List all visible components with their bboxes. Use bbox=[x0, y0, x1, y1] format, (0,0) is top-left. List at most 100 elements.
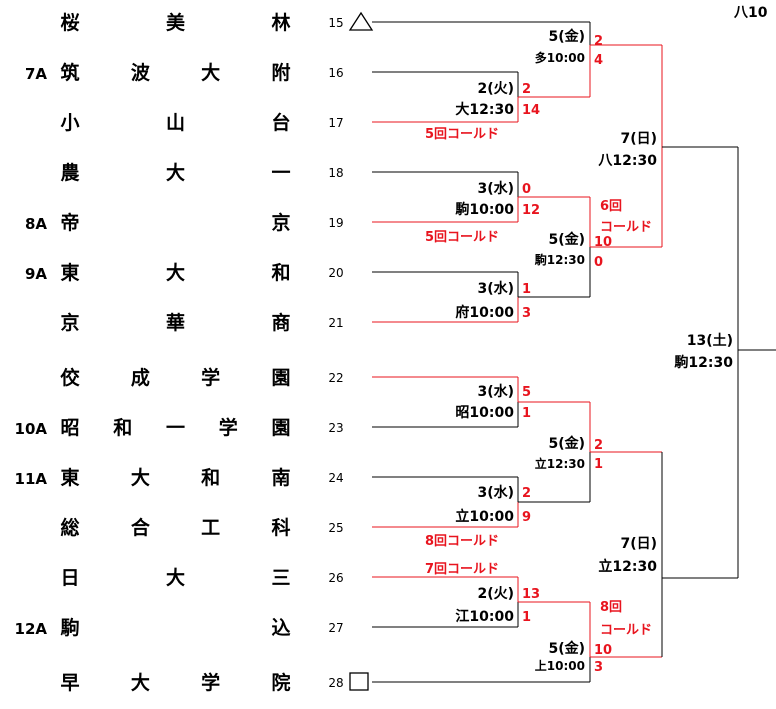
score: 1 bbox=[522, 282, 531, 297]
team-name-char: 和 bbox=[201, 466, 220, 489]
team-name-char: 農 bbox=[60, 162, 79, 184]
team-number: 16 bbox=[328, 66, 343, 80]
team-number: 28 bbox=[328, 676, 343, 690]
team-name-char: 波 bbox=[131, 61, 151, 84]
score: 2 bbox=[594, 438, 603, 453]
score: 1 bbox=[594, 457, 603, 472]
svg-text:コールド: コールド bbox=[600, 623, 652, 638]
team-name-char: 小 bbox=[60, 112, 79, 134]
team-number: 24 bbox=[328, 471, 343, 485]
match-venue: 駒12:30 bbox=[535, 252, 585, 267]
team-name-char: 筑 bbox=[60, 61, 79, 84]
team-number: 27 bbox=[328, 621, 343, 635]
team-number: 15 bbox=[328, 16, 343, 30]
match-labels: 2(火) 大12:30 2 14 5回コールド 3(水) 駒10:00 0 12… bbox=[425, 28, 733, 675]
score: 13 bbox=[522, 587, 540, 602]
team-row: 7A 筑 波 大 附 16 bbox=[25, 61, 344, 84]
score: 1 bbox=[522, 406, 531, 421]
match-date: 3(水) bbox=[477, 180, 514, 197]
score: 3 bbox=[594, 660, 603, 675]
square-marker-icon bbox=[349, 672, 369, 691]
team-name-char: 帝 bbox=[60, 211, 79, 234]
match-date: 7(日) bbox=[620, 536, 657, 552]
team-name-char: 一 bbox=[166, 417, 185, 439]
score: 10 bbox=[594, 643, 612, 658]
team-number: 17 bbox=[328, 116, 343, 130]
match-date: 5(金) bbox=[548, 640, 585, 657]
team-name-char: 東 bbox=[60, 466, 79, 489]
team-name-char: 桜 bbox=[60, 11, 79, 34]
team-name-char: 京 bbox=[271, 211, 290, 234]
team-name-char: 総 bbox=[60, 516, 79, 539]
team-row: 京 華 商 21 bbox=[60, 311, 343, 334]
score: 0 bbox=[522, 182, 531, 197]
score: 1 bbox=[522, 610, 531, 625]
svg-text:8回: 8回 bbox=[600, 600, 622, 615]
team-name-char: 学 bbox=[219, 416, 238, 439]
team-name-char: 和 bbox=[271, 261, 290, 284]
team-name-char: 日 bbox=[60, 567, 79, 589]
match-date: 7(日) bbox=[620, 131, 657, 147]
team-name-char: 科 bbox=[271, 516, 290, 539]
score: 2 bbox=[594, 34, 603, 49]
team-name-char: 台 bbox=[271, 111, 290, 134]
match-date: 3(水) bbox=[477, 280, 514, 297]
match-venue: 立12:30 bbox=[535, 456, 585, 471]
match-date: 2(火) bbox=[477, 586, 514, 602]
team-name-char: 三 bbox=[271, 567, 290, 589]
team-name-char: 学 bbox=[201, 671, 220, 694]
match-venue: 八12:30 bbox=[597, 153, 657, 169]
team-number: 18 bbox=[328, 166, 343, 180]
match-venue: 駒12:30 bbox=[674, 354, 733, 371]
team-name-char: 成 bbox=[131, 366, 150, 389]
match-venue: 多10:00 bbox=[535, 50, 585, 65]
svg-text:6回: 6回 bbox=[600, 199, 622, 214]
match-date: 13(土) bbox=[687, 332, 733, 349]
team-name-char: 附 bbox=[271, 61, 290, 84]
score: 9 bbox=[522, 510, 531, 525]
team-name-char: 昭 bbox=[60, 417, 79, 439]
seed-label: 8A bbox=[25, 215, 47, 233]
score: 14 bbox=[522, 103, 540, 118]
team-name-char: 大 bbox=[201, 61, 220, 84]
team-name-char: 美 bbox=[166, 11, 186, 34]
match-date: 2(火) bbox=[477, 81, 514, 97]
score: 4 bbox=[594, 53, 603, 68]
team-name-char: 南 bbox=[271, 467, 290, 489]
team-name-char: 佼 bbox=[59, 366, 80, 389]
seed-label: 10A bbox=[15, 420, 48, 438]
match-venue: 駒10:00 bbox=[455, 201, 514, 218]
triangle-marker-icon bbox=[348, 11, 374, 31]
seed-label: 7A bbox=[25, 65, 47, 83]
match-date: 5(金) bbox=[548, 231, 585, 248]
team-name-char: 一 bbox=[271, 162, 290, 184]
team-name-char: 華 bbox=[166, 311, 185, 334]
team-name-char: 園 bbox=[271, 367, 290, 389]
team-number: 20 bbox=[328, 266, 343, 280]
cold-game-note: 8回 コールド bbox=[600, 600, 652, 638]
seed-label: 9A bbox=[25, 265, 47, 283]
team-name-char: 大 bbox=[131, 466, 150, 489]
team-number: 21 bbox=[328, 316, 343, 330]
score: 12 bbox=[522, 203, 540, 218]
team-number: 23 bbox=[328, 421, 343, 435]
score: 3 bbox=[522, 306, 531, 321]
team-name-char: 院 bbox=[271, 671, 290, 694]
team-name-char: 和 bbox=[113, 416, 132, 439]
cold-game-note: 6回 コールド bbox=[600, 199, 652, 235]
team-name-char: 駒 bbox=[60, 616, 79, 639]
cold-game-note: 5回コールド bbox=[425, 127, 499, 142]
team-name-char: 合 bbox=[131, 516, 151, 539]
team-name-char: 大 bbox=[166, 566, 185, 589]
team-name-char: 京 bbox=[60, 311, 79, 334]
score: 0 bbox=[594, 255, 603, 270]
team-name-char: 商 bbox=[271, 311, 290, 334]
